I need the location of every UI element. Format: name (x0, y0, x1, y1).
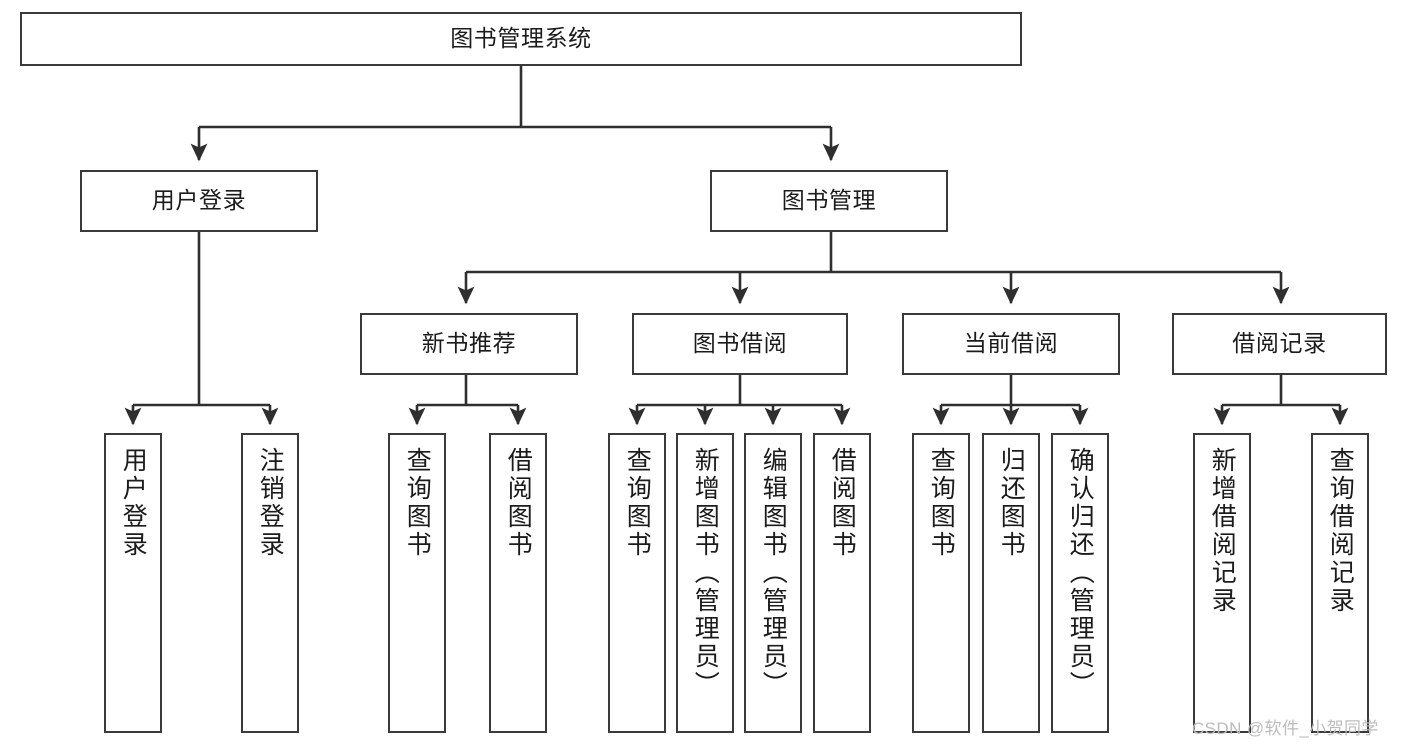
leaf-book-borrow-query-books[interactable]: 查询图书 (608, 433, 666, 733)
node-label: 借阅图书 (504, 447, 533, 559)
node-label: 用户登录 (151, 187, 247, 214)
node-label: 借阅记录 (1232, 330, 1327, 357)
node-new-book-recommendation[interactable]: 新书推荐 (360, 313, 578, 375)
node-label: 图书管理系统 (450, 25, 592, 52)
node-label: 新书推荐 (421, 330, 517, 357)
node-borrowing-records[interactable]: 借阅记录 (1172, 313, 1387, 375)
node-label: 查询图书 (403, 447, 432, 559)
leaf-current-borrow-query-books[interactable]: 查询图书 (912, 433, 970, 733)
node-label: 新增图书（管理员） (691, 447, 720, 699)
node-book-management[interactable]: 图书管理 (710, 170, 948, 232)
node-label: 注销登录 (256, 447, 285, 559)
leaf-new-book-borrow-books[interactable]: 借阅图书 (489, 433, 547, 733)
leaf-new-book-query-books[interactable]: 查询图书 (388, 433, 446, 733)
leaf-user-login-login[interactable]: 用户登录 (104, 433, 162, 733)
node-label: 图书借阅 (692, 330, 788, 357)
csdn-watermark: CSDN @软件_小贺同学 (1192, 719, 1379, 738)
node-label: 查询图书 (623, 447, 652, 559)
node-label: 编辑图书（管理员） (759, 447, 788, 699)
node-user-login[interactable]: 用户登录 (80, 170, 318, 232)
node-book-borrowing[interactable]: 图书借阅 (632, 313, 848, 375)
node-label: 查询图书 (927, 447, 956, 559)
node-root-library-management-system[interactable]: 图书管理系统 (20, 12, 1022, 66)
node-label: 图书管理 (781, 187, 877, 214)
node-label: 查询借阅记录 (1326, 447, 1355, 615)
leaf-book-borrow-borrow-books[interactable]: 借阅图书 (813, 433, 871, 733)
node-current-borrowing[interactable]: 当前借阅 (902, 313, 1120, 375)
node-label: 归还图书 (997, 447, 1026, 559)
leaf-current-borrow-confirm-return-admin[interactable]: 确认归还（管理员） (1051, 433, 1109, 733)
node-label: 新增借阅记录 (1208, 447, 1237, 615)
leaf-book-borrow-edit-book-admin[interactable]: 编辑图书（管理员） (744, 433, 802, 733)
node-label: 当前借阅 (963, 330, 1059, 357)
leaf-current-borrow-return-books[interactable]: 归还图书 (982, 433, 1040, 733)
leaf-book-borrow-add-book-admin[interactable]: 新增图书（管理员） (676, 433, 734, 733)
node-label: 用户登录 (119, 447, 148, 559)
leaf-records-query-borrow-record[interactable]: 查询借阅记录 (1311, 433, 1369, 733)
node-label: 借阅图书 (828, 447, 857, 559)
node-label: 确认归还（管理员） (1066, 447, 1095, 699)
leaf-user-login-logout[interactable]: 注销登录 (241, 433, 299, 733)
leaf-records-add-borrow-record[interactable]: 新增借阅记录 (1193, 433, 1251, 733)
